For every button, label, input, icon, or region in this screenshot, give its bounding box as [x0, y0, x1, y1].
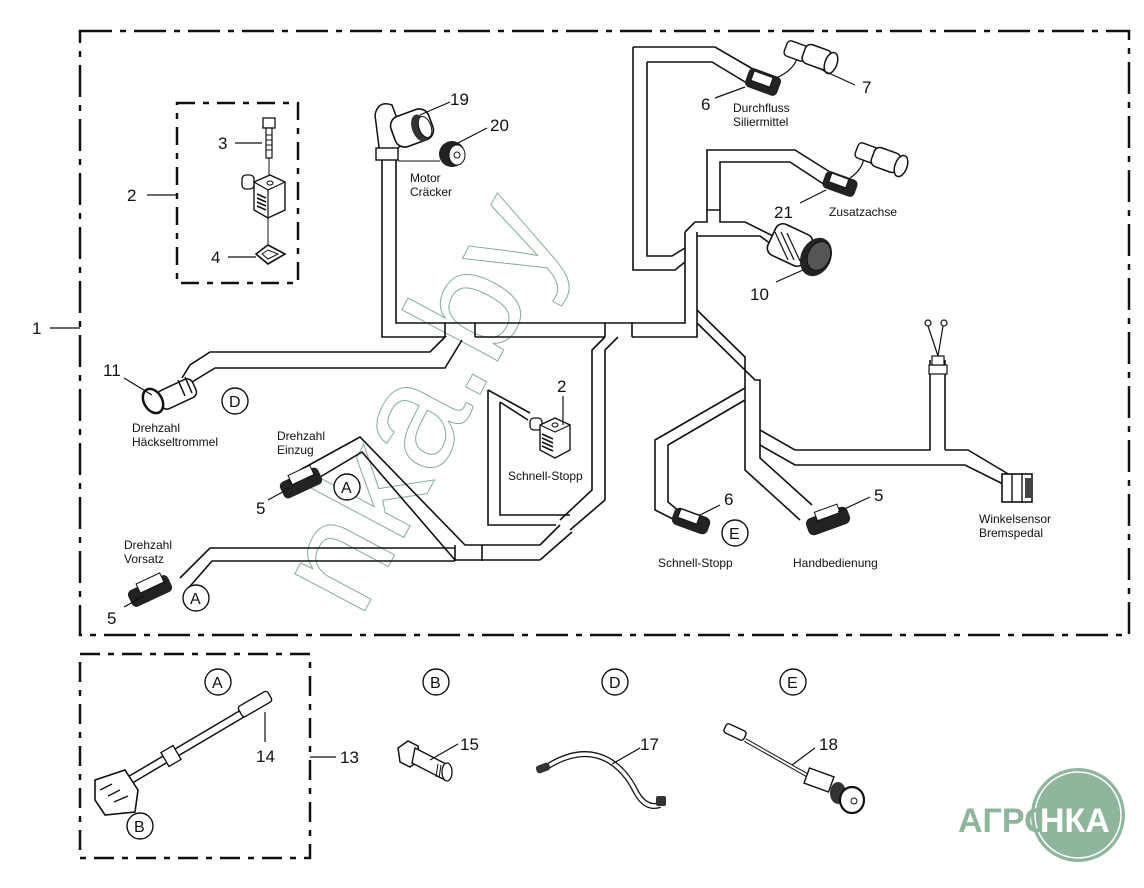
valve-plug-2-icon [529, 417, 571, 459]
detail-marker-d [221, 387, 249, 415]
label-drehzahl-1: Drehzahl [132, 421, 180, 435]
connector-5-vorsatz-icon [127, 572, 173, 607]
label-handbedienung: Handbedienung [793, 556, 878, 570]
callout-5-einzug: 5 [256, 499, 265, 518]
connector-21-icon [822, 171, 858, 197]
agronka-logo: АГРО НКА [958, 768, 1125, 862]
label-motor: Motor [410, 171, 441, 185]
watermark-text: nka.by [240, 166, 596, 635]
callout-7: 7 [862, 78, 871, 97]
callout-21: 21 [774, 203, 793, 222]
detail-marker-e [721, 519, 749, 547]
detail-marker-a-einzug [333, 473, 361, 501]
switch-cable-18-icon [723, 723, 866, 815]
callout-5-handbedienung: 5 [874, 486, 883, 505]
label-schnell-stopp-center: Schnell-Stopp [508, 469, 583, 483]
assembly-1-frame [78, 29, 1131, 637]
callout-11: 11 [103, 361, 121, 380]
connector-5-einzug-icon [279, 464, 323, 499]
callout-6-schnell-stopp: 6 [724, 490, 733, 509]
label-winkelsensor: Winkelsensor [979, 512, 1051, 526]
connector-21-mate-icon [854, 142, 909, 178]
gasket-icon [254, 244, 287, 265]
watermark: nka.by [239, 165, 596, 635]
connector-10-icon [766, 222, 833, 277]
label-zusatzachse: Zusatzachse [829, 205, 897, 219]
kit-2-frame [175, 101, 300, 285]
kit-marker-b [126, 812, 154, 840]
adapter-cable-14-icon [94, 690, 273, 816]
winkelsensor-connector-icon [1001, 473, 1033, 503]
callout-19: 19 [450, 90, 469, 109]
detail-b-marker [422, 668, 450, 696]
callout-10: 10 [750, 285, 769, 304]
detail-e-marker-text: E [787, 675, 798, 692]
label-durchfluss: Durchfluss [733, 101, 790, 115]
bolt-15-icon [397, 740, 453, 782]
label-bremspedal: Bremspedal [979, 526, 1043, 540]
callout-1: 1 [32, 319, 41, 338]
kit-13-frame [78, 652, 312, 860]
connector-6-schnell-stopp-icon [671, 507, 711, 535]
cap-20-icon [439, 141, 466, 167]
detail-marker-d-text: D [229, 394, 241, 411]
connector-5-handbedienung-icon [805, 503, 851, 536]
connector-11-icon [141, 376, 198, 415]
kit-marker-b-text: B [134, 819, 145, 836]
label-siliermittel: Siliermittel [733, 115, 788, 129]
callout-6-durchfluss: 6 [701, 95, 710, 114]
sensor-cable-17-icon [535, 751, 666, 809]
callout-5-vorsatz: 5 [107, 609, 116, 628]
logo-text-right: НКА [1040, 802, 1110, 840]
harness-cables [179, 46, 1011, 593]
detail-marker-e-text: E [729, 526, 740, 543]
callout-13: 13 [340, 748, 359, 767]
detail-b-marker-text: B [430, 675, 441, 692]
callout-20: 20 [490, 116, 509, 135]
callout-4: 4 [211, 248, 220, 267]
label-vorsatz: Vorsatz [124, 552, 164, 566]
detail-d-marker-text: D [609, 675, 621, 692]
detail-marker-a-einzug-text: A [341, 480, 352, 497]
detail-marker-a-vorsatz-text: A [190, 591, 201, 608]
detail-d-marker [601, 668, 629, 696]
connector-7-icon [783, 40, 839, 75]
label-drehzahl-3: Drehzahl [124, 538, 172, 552]
ground-lead-icon [924, 319, 948, 375]
callout-15: 15 [460, 735, 479, 754]
connector-19-icon [374, 103, 435, 161]
detail-e-marker [779, 668, 807, 696]
logo-text-left: АГРО [958, 802, 1051, 840]
detail-marker-a-vorsatz [182, 584, 210, 612]
connector-6-icon [745, 68, 781, 96]
bolt-icon [262, 117, 276, 175]
label-einzug: Einzug [277, 443, 314, 457]
kit-marker-a-text: A [212, 675, 223, 692]
label-cracker: Cräcker [410, 185, 452, 199]
label-haeckseltrommel: Häckseltrommel [132, 435, 218, 449]
label-schnell-stopp-right: Schnell-Stopp [658, 556, 733, 570]
callout-17: 17 [640, 735, 659, 754]
callout-2: 2 [127, 186, 136, 205]
callout-2-schnell-stopp: 2 [557, 377, 566, 396]
callout-3: 3 [218, 134, 227, 153]
valve-plug-icon [241, 174, 286, 245]
callout-18: 18 [819, 735, 838, 754]
kit-marker-a [204, 668, 232, 696]
callout-14: 14 [256, 747, 275, 766]
label-drehzahl-2: Drehzahl [277, 429, 325, 443]
